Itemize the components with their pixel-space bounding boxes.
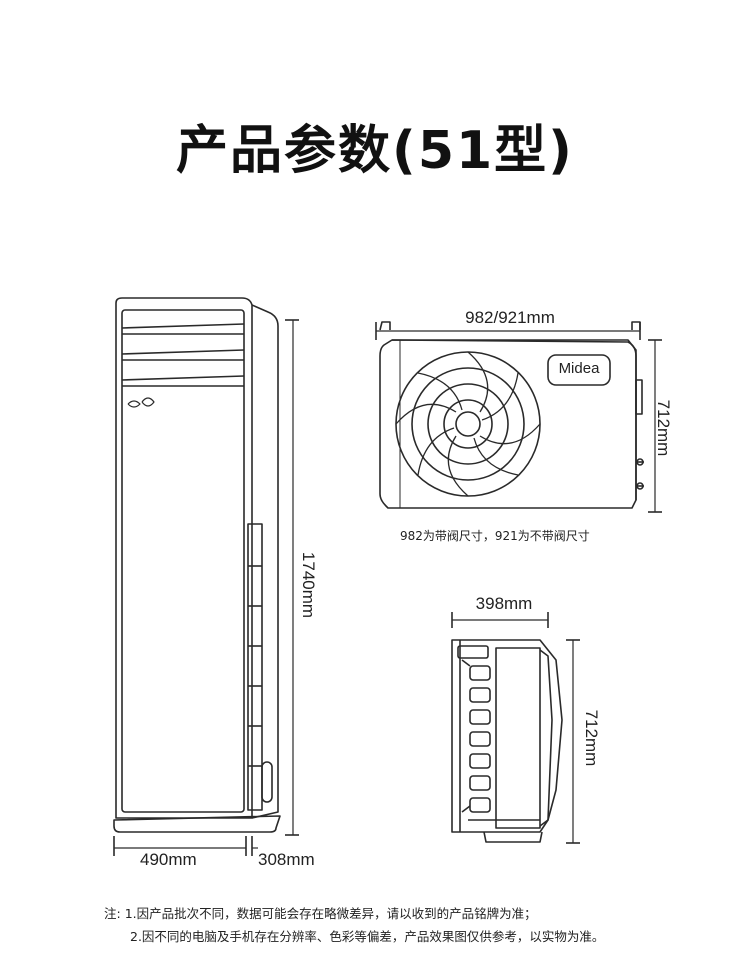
note-text-1: 1.因产品批次不同，数据可能会存在略微差异，请以收到的产品铭牌为准； [124, 906, 537, 921]
notes: 注: 1.因产品批次不同，数据可能会存在略微差异，请以收到的产品铭牌为准； 2.… [104, 902, 604, 948]
brand-logo: Midea [558, 360, 600, 377]
outdoor-side-depth-label: 398mm [475, 594, 533, 613]
outdoor-front-caption: 982为带阀尺寸，921为不带阀尺寸 [400, 529, 590, 543]
indoor-unit-drawing [113, 297, 281, 833]
indoor-height-label: 1740mm [299, 551, 318, 619]
indoor-depth-label: 308mm [258, 850, 315, 869]
outdoor-side-height-label: 712mm [582, 709, 601, 767]
note-prefix: 注: [104, 906, 121, 921]
note-line-2: 2.因不同的电脑及手机存在分辨率、色彩等偏差，产品效果图仅供参考，以实物为准。 [104, 925, 604, 948]
note-text-2: 2.因不同的电脑及手机存在分辨率、色彩等偏差，产品效果图仅供参考，以实物为准。 [130, 929, 605, 944]
indoor-width-label: 490mm [140, 850, 197, 869]
outdoor-unit-front-drawing [379, 321, 644, 509]
outdoor-front-height-label: 712mm [654, 399, 673, 457]
outdoor-unit-side-drawing [451, 639, 563, 843]
outdoor-front-width-label: 982/921mm [465, 308, 555, 327]
note-line-1: 注: 1.因产品批次不同，数据可能会存在略微差异，请以收到的产品铭牌为准； [104, 902, 604, 925]
page-title: 产品参数(51型) [176, 121, 574, 181]
